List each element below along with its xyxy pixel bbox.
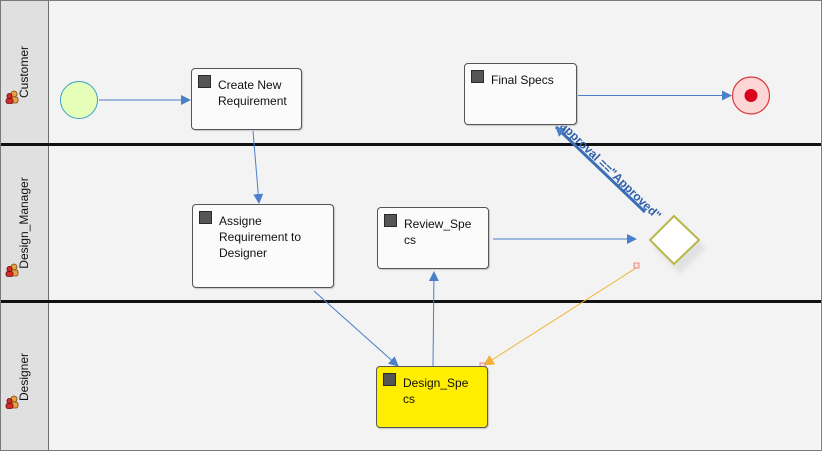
task-type-icon bbox=[471, 70, 484, 83]
task-type-icon bbox=[199, 211, 212, 224]
task-design-specs[interactable]: Design_Spe cs bbox=[376, 366, 488, 428]
exclusive-gateway[interactable] bbox=[648, 214, 706, 274]
task-assign-requirement-to-designer[interactable]: Assigne Requirement to Designer bbox=[192, 204, 334, 288]
task-label: Design_Spe cs bbox=[403, 376, 469, 406]
task-label: Final Specs bbox=[491, 73, 554, 87]
flow-gateway-to-final-approved[interactable] bbox=[554, 125, 647, 214]
flow-design-to-review[interactable] bbox=[428, 271, 439, 367]
task-create-new-requirement[interactable]: Create New Requirement bbox=[191, 68, 302, 130]
flow-create-to-assign[interactable] bbox=[252, 130, 264, 204]
task-review-specs[interactable]: Review_Spe cs bbox=[377, 207, 489, 269]
task-label: Assigne Requirement to Designer bbox=[219, 214, 302, 260]
lane-customer[interactable]: Customer bbox=[0, 0, 820, 143]
start-event[interactable] bbox=[60, 81, 98, 119]
task-label: Create New Requirement bbox=[218, 78, 287, 108]
lane-separator bbox=[0, 300, 822, 303]
task-final-specs[interactable]: Final Specs bbox=[464, 63, 577, 125]
user-group-icon bbox=[5, 263, 19, 277]
lane-header-customer[interactable]: Customer bbox=[0, 0, 49, 143]
lane-header-designer[interactable]: Designer bbox=[0, 303, 49, 451]
lane-header-design-manager[interactable]: Design_Manager bbox=[0, 146, 49, 300]
end-event[interactable] bbox=[731, 76, 771, 115]
task-type-icon bbox=[383, 373, 396, 386]
task-type-icon bbox=[198, 75, 211, 88]
flow-assign-to-design[interactable] bbox=[313, 290, 399, 367]
lane-separator bbox=[0, 143, 822, 146]
user-group-icon bbox=[5, 90, 19, 104]
user-group-icon bbox=[5, 395, 19, 409]
edge-handle[interactable] bbox=[633, 262, 640, 269]
flow-gateway-to-design-rework[interactable] bbox=[483, 267, 637, 366]
task-type-icon bbox=[384, 214, 397, 227]
task-label: Review_Spe cs bbox=[404, 217, 472, 247]
